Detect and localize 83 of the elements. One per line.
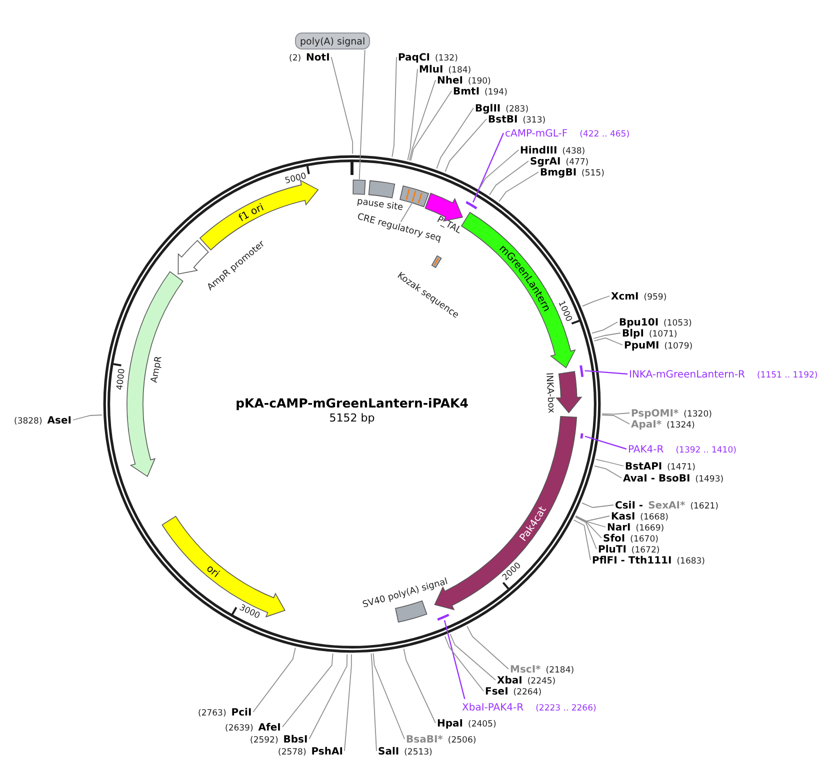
- feature-box: [431, 255, 442, 268]
- feature-label: ori: [204, 563, 221, 580]
- leader-line: [392, 56, 397, 158]
- leader-line: [403, 648, 436, 724]
- leader-line: [436, 108, 474, 169]
- leader-line: [444, 118, 487, 172]
- restriction-site-label: XcmI (959): [611, 288, 667, 304]
- leader-line: [592, 322, 618, 334]
- tick-label: 4000: [115, 368, 128, 391]
- leader-line: [308, 654, 348, 740]
- leader-line: [407, 68, 418, 160]
- leader-line: [372, 652, 405, 740]
- feature-box: [368, 180, 396, 198]
- leader-line: [444, 636, 484, 692]
- leader-line: [594, 465, 622, 478]
- leader-line: [358, 50, 366, 180]
- plasmid-size: 5152 bp: [329, 412, 375, 424]
- leader-line: [596, 458, 624, 466]
- restriction-site-label: (3828) AseI: [14, 412, 72, 428]
- restriction-site-label: (2639) AfeI: [225, 720, 281, 734]
- feature-block: [556, 371, 582, 414]
- feature-box: [352, 180, 366, 195]
- restriction-site-label: BsaBI* (2506): [406, 732, 476, 746]
- restriction-site-label: HpaI (2405): [437, 716, 496, 730]
- feature-label: pause site: [356, 196, 404, 214]
- leader-line: [450, 634, 496, 680]
- restriction-site-label: PaqCI (132): [398, 50, 458, 64]
- leader-line: [574, 516, 597, 550]
- tick-label: 3000: [238, 602, 262, 622]
- leader-line: [582, 296, 610, 307]
- primer-mark: [466, 201, 478, 210]
- restriction-site-label: Bpu10I (1053): [619, 314, 692, 330]
- leader-line: [409, 80, 436, 161]
- restriction-site-label: PpuMI (1079): [624, 338, 693, 352]
- leader-line: [330, 56, 354, 154]
- leader-line: [593, 332, 621, 339]
- leader-line: [602, 412, 630, 415]
- leader-line: [573, 520, 591, 560]
- leader-line: [575, 516, 606, 528]
- leader-line: [602, 414, 630, 424]
- leader-line: [479, 150, 519, 190]
- leader-line: [575, 515, 610, 522]
- leader-line: [498, 172, 539, 202]
- feature-label: f1 ori: [237, 202, 266, 224]
- leader-line: [344, 654, 352, 752]
- primer-mark: [580, 433, 584, 439]
- primer-mark: [580, 365, 584, 378]
- leader-line: [489, 160, 529, 196]
- feature-label: AmpR: [150, 355, 164, 384]
- restriction-site-label: AvaI - BsoBI (1493): [623, 470, 724, 486]
- leader-line: [282, 653, 334, 728]
- tick-label: 5000: [284, 171, 308, 186]
- feature-box: [395, 600, 428, 622]
- leader-line: [400, 203, 412, 222]
- leader-line: [594, 338, 623, 346]
- primer-label: XbaI-PAK4-R (2223 .. 2266): [462, 700, 596, 714]
- leader-line: [581, 502, 614, 508]
- primer-mark: [437, 614, 450, 621]
- restriction-site-label: PspOMI* (1320): [631, 406, 712, 420]
- leader-line: [410, 90, 452, 162]
- feature-label: INKA-box: [544, 372, 556, 414]
- leader-line: [575, 516, 602, 538]
- feature-block: [126, 271, 184, 477]
- leader-line: [252, 647, 296, 712]
- feature-block: [162, 516, 286, 618]
- leader-line: [444, 620, 466, 700]
- feature-block: [178, 240, 209, 274]
- primer-label: PAK4-R (1392 .. 1410): [628, 442, 736, 456]
- leader-line: [472, 132, 504, 203]
- restriction-site-label: SalI (2513): [378, 744, 432, 758]
- primer-label: INKA-mGreenLantern-R (1151 .. 1192): [629, 366, 818, 382]
- tick-label: 1000: [556, 300, 574, 324]
- leader-line: [466, 626, 509, 670]
- restriction-site-label: (2578) PshAI: [278, 744, 343, 758]
- restriction-site-label: (2592) BbsI: [250, 732, 308, 746]
- plasmid-name: pKA-cAMP-mGreenLantern-iPAK4: [236, 396, 468, 410]
- restriction-site-label: (2) NotI: [289, 50, 330, 64]
- restriction-site-label: BstAPI (1471): [625, 458, 696, 474]
- leader-line: [72, 414, 102, 420]
- feature-label: poly(A) signal: [295, 32, 370, 50]
- restriction-site-label: (2763) PciI: [198, 704, 252, 720]
- leader-line: [370, 653, 377, 752]
- primer-label: cAMP-mGL-F (422 .. 465): [505, 126, 630, 140]
